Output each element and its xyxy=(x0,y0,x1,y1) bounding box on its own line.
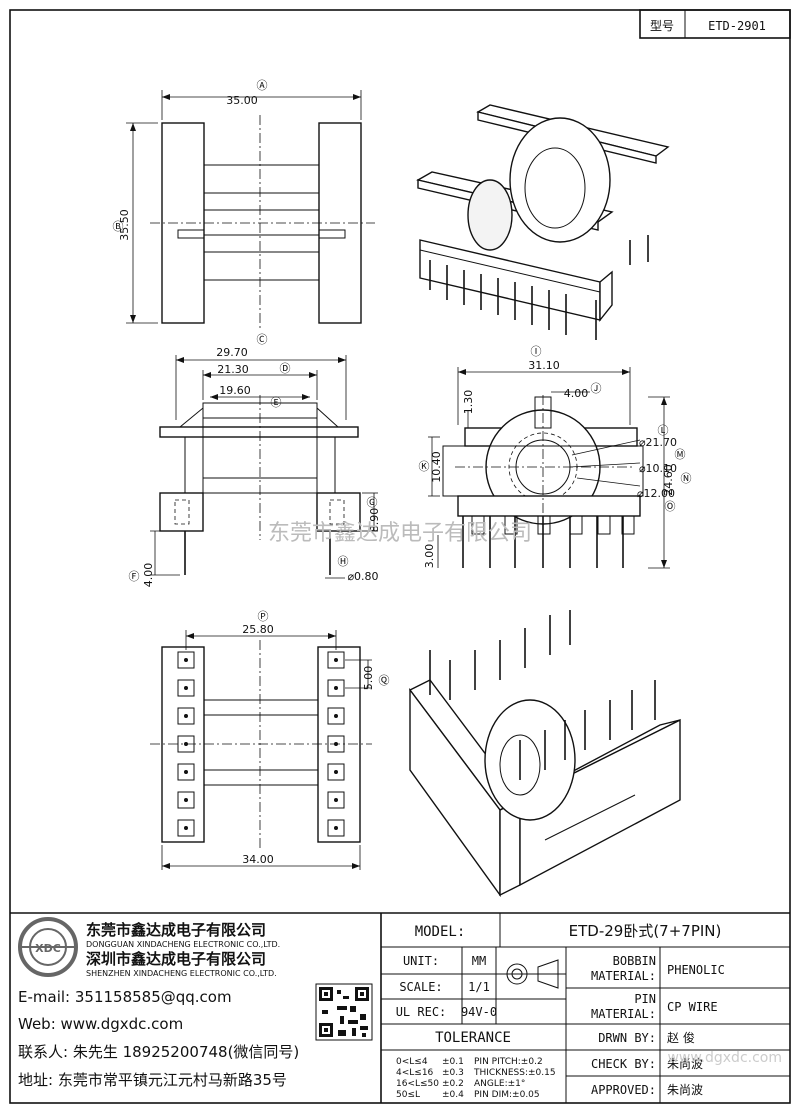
tb-pin-label-2: MATERIAL: xyxy=(591,1007,656,1021)
tol-row-3-tol: ±0.2 xyxy=(442,1079,464,1089)
dim-l-value: ⌀21.70 xyxy=(639,436,677,449)
marker-g: Ⓖ xyxy=(367,496,378,509)
tol-row-1-range: 0<L≤4 xyxy=(396,1057,428,1067)
tol-row-4-range: 50≤L xyxy=(396,1090,420,1100)
tol-row-4-item: PIN DIM:±0.05 xyxy=(474,1090,540,1100)
tb-approved-label: APPROVED: xyxy=(591,1083,656,1097)
tol-row-2-item: THICKNESS:±0.15 xyxy=(473,1068,556,1078)
tb-check-label: CHECK BY: xyxy=(591,1057,656,1071)
tb-pin-label-1: PIN xyxy=(634,992,656,1006)
company-logo: XDC xyxy=(18,917,78,977)
dim-t-value: 3.00 xyxy=(423,544,436,569)
qr-code xyxy=(315,983,373,1041)
projection-symbol-icon xyxy=(503,959,559,989)
tol-row-2-tol: ±0.3 xyxy=(442,1068,464,1078)
watermark-text: 东莞市鑫达成电子有限公司 xyxy=(268,521,532,546)
tb-model-value: ETD-29卧式(7+7PIN) xyxy=(569,922,722,940)
tol-row-1-tol: ±0.1 xyxy=(442,1057,464,1067)
marker-h: Ⓗ xyxy=(338,555,349,568)
tb-bobbin-label-1: BOBBIN xyxy=(613,954,656,968)
dim-j-value: 4.00 xyxy=(564,387,589,400)
tb-bobbin-label-2: MATERIAL: xyxy=(591,969,656,983)
marker-p: Ⓟ xyxy=(258,610,269,623)
tb-unit-value: MM xyxy=(472,954,486,968)
dim-i-value: 31.10 xyxy=(528,359,560,372)
marker-e: Ⓔ xyxy=(271,396,282,409)
marker-c: Ⓒ xyxy=(257,333,268,346)
dim-f-value: 4.00 xyxy=(142,563,155,588)
dim-m-value: ⌀10.10 xyxy=(639,462,677,475)
dim-a-value: 35.00 xyxy=(226,94,258,107)
marker-b: Ⓑ xyxy=(113,220,124,233)
iso-view-bottom xyxy=(408,610,681,898)
company-name-en-2: SHENZHEN XINDACHENG ELECTRONIC CO.,LTD. xyxy=(86,969,277,978)
sheet-border xyxy=(9,9,791,1104)
front-view xyxy=(126,90,375,330)
title-block: XDC 东莞市鑫达成电子有限公司 DONGGUAN XINDACHENG ELE… xyxy=(10,912,790,1103)
tb-pin-value: CP WIRE xyxy=(667,1000,718,1014)
end-view xyxy=(428,367,670,569)
tol-row-2-range: 4<L≤16 xyxy=(396,1068,434,1078)
dim-d-value: 21.30 xyxy=(217,363,249,376)
tol-row-3-range: 16<L≤50 xyxy=(396,1079,439,1089)
marker-d: Ⓓ xyxy=(280,362,291,375)
dim-e-value: 19.60 xyxy=(219,384,251,397)
marker-m: Ⓜ xyxy=(675,448,686,461)
company-name-cn-2: 深圳市鑫达成电子有限公司 xyxy=(86,950,266,968)
dim-s-value: 1.30 xyxy=(462,390,475,415)
marker-o: Ⓞ xyxy=(665,500,676,513)
marker-a: Ⓐ xyxy=(257,79,268,92)
tol-row-4-tol: ±0.4 xyxy=(442,1090,464,1100)
marker-i: Ⓘ xyxy=(531,345,542,358)
dim-n-value: 24.60 xyxy=(662,464,675,496)
iso-view-top xyxy=(416,104,670,340)
tb-scale-value: 1/1 xyxy=(468,980,490,994)
tb-scale-label: SCALE: xyxy=(399,980,442,994)
dim-b-value: 35.50 xyxy=(118,209,131,241)
dim-q-value: 5.00 xyxy=(362,666,375,691)
marker-n: Ⓝ xyxy=(681,472,692,485)
tb-bobbin-value: PHENOLIC xyxy=(667,963,725,977)
marker-j: Ⓙ xyxy=(591,382,602,395)
company-name-en-1: DONGGUAN XINDACHENG ELECTRONIC CO.,LTD. xyxy=(86,940,280,949)
tb-drawn-label: DRWN BY: xyxy=(598,1031,656,1045)
tol-row-3-item: ANGLE:±1° xyxy=(474,1079,525,1089)
company-name-cn-1: 东莞市鑫达成电子有限公司 xyxy=(86,921,266,939)
company-address: 地址: 东莞市常平镇元江元村马新路35号 xyxy=(18,1071,287,1089)
dim-k-value: 10.40 xyxy=(430,451,443,483)
marker-f: Ⓕ xyxy=(129,570,140,583)
dim-p-value: 25.80 xyxy=(242,623,274,636)
dim-o-value: ⌀12.00 xyxy=(637,487,675,500)
dim-r-value: 34.00 xyxy=(242,853,274,866)
tb-approved-value: 朱尚波 xyxy=(667,1083,703,1097)
logo-text: XDC xyxy=(35,942,61,955)
company-email: E-mail: 351158585@qq.com xyxy=(18,988,232,1006)
header-model-value: ETD-2901 xyxy=(708,19,766,33)
header-model-box: 型号 ETD-2901 xyxy=(639,9,791,39)
dim-g-value: 8.90 xyxy=(368,508,381,533)
company-contact: 联系人: 朱先生 18925200748(微信同号) xyxy=(18,1043,299,1061)
dim-h-value: ⌀0.80 xyxy=(347,570,378,583)
company-web: Web: www.dgxdc.com xyxy=(18,1015,183,1033)
tb-ul-label: UL REC: xyxy=(396,1005,447,1019)
tol-row-1-item: PIN PITCH:±0.2 xyxy=(474,1057,543,1067)
header-model-label: 型号 xyxy=(650,19,674,33)
side-view xyxy=(150,355,378,579)
marker-q: Ⓠ xyxy=(379,674,390,687)
tb-ul-value: 94V-0 xyxy=(461,1005,497,1019)
tb-drawn-value: 赵 俊 xyxy=(667,1030,695,1045)
tb-tolerance-label: TOLERANCE xyxy=(435,1030,511,1046)
tb-watermark-small: www.dgxdc.com xyxy=(667,1050,782,1066)
tb-unit-label: UNIT: xyxy=(403,954,439,968)
bottom-view xyxy=(150,630,372,870)
dim-c-value: 29.70 xyxy=(216,346,248,359)
marker-l: Ⓛ xyxy=(658,424,669,437)
marker-k: Ⓚ xyxy=(419,460,430,473)
right-pin-row xyxy=(327,651,345,837)
tb-model-label: MODEL: xyxy=(415,924,466,940)
tb-check-value: 朱尚波 xyxy=(667,1057,703,1071)
